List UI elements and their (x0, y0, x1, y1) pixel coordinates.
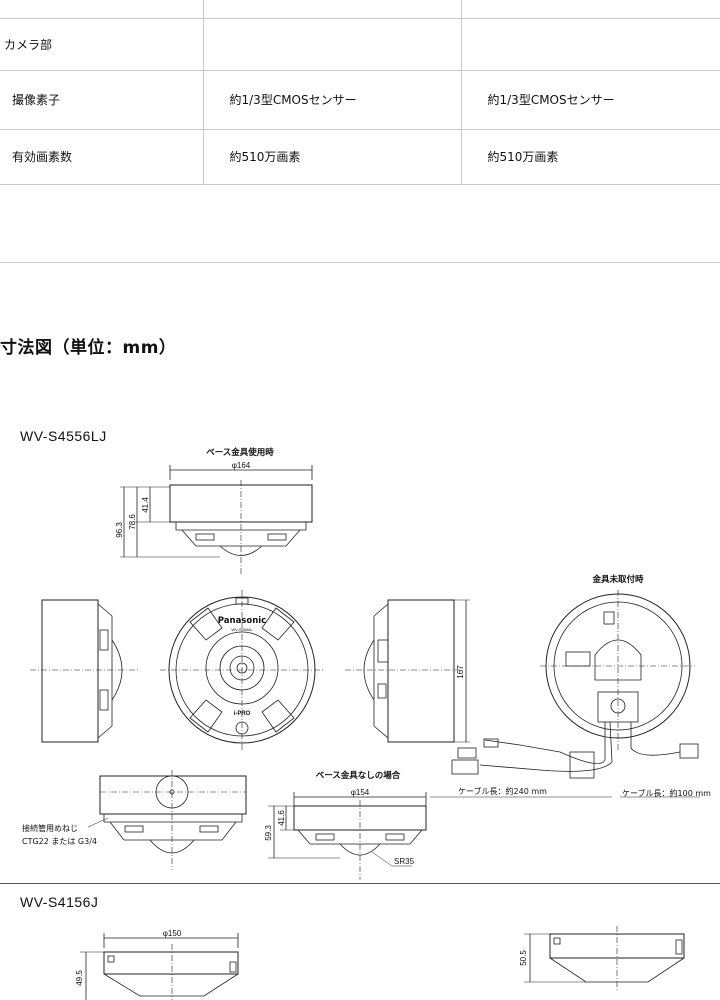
row-value: 約1/3型CMOSセンサー (202, 70, 461, 130)
model-small-text: WV-S4556L (231, 627, 253, 632)
row-value: 約510万画素 (460, 129, 720, 185)
dim-h2: 78.6 (128, 514, 137, 530)
with-base-label: ベース金具使用時 (206, 447, 274, 458)
dim-top-width: φ164 (232, 461, 251, 470)
table-row (0, 184, 720, 263)
camera-left-side-view (30, 599, 140, 743)
section-header: カメラ部 (0, 18, 203, 71)
camera-right-side-view (345, 599, 460, 743)
dim-bottom-h2: 59.3 (264, 825, 273, 841)
mount-bracket-view (430, 590, 700, 798)
table-row: 撮像素子 約1/3型CMOSセンサー 約1/3型CMOSセンサー (0, 70, 720, 130)
table-row: 有効画素数 約510万画素 約510万画素 (0, 129, 720, 185)
row-value: 約1/3型CMOSセンサー (460, 70, 720, 130)
mount-label: 金具未取付時 (591, 574, 644, 585)
cable-length-1: ケーブル長：約240 mm (458, 786, 547, 796)
camera-front-view (169, 480, 313, 575)
table-row: カメラ部 (0, 18, 720, 71)
cable-length-2: ケーブル長：約100 mm (622, 788, 711, 798)
spec-table: カメラ部 撮像素子 約1/3型CMOSセンサー 約1/3型CMOSセンサー 有効… (0, 0, 720, 263)
ipro-logo: i-PRO (234, 711, 251, 717)
brand-logo: Panasonic (218, 616, 266, 626)
camera-conduit-view (87, 770, 247, 870)
dim-bottom-width: φ154 (351, 788, 370, 797)
dim-h1: 41.4 (141, 497, 150, 513)
dim-h3: 96.3 (115, 522, 124, 538)
dim-bottom-h1: 41.6 (277, 810, 286, 826)
row-label: 有効画素数 (0, 129, 203, 185)
model-name: WV-S4156J (20, 894, 99, 910)
camera-top-view (160, 590, 325, 750)
model-name: WV-S4556LJ (20, 428, 107, 444)
divider (0, 883, 720, 884)
camera-s4156-front-view (103, 944, 239, 1000)
dim-side-height: 167 (456, 665, 465, 679)
row-value: 約510万画素 (202, 129, 461, 185)
table-row (0, 0, 720, 19)
conduit-label-2: CTG22 または G3/4 (22, 837, 97, 846)
camera-without-base-view (293, 800, 427, 880)
dim-radius: SR35 (394, 857, 415, 866)
dim-s4156-h-right: 50.5 (519, 950, 528, 966)
without-base-label: ベース金具なしの場合 (316, 770, 401, 781)
conduit-label-1: 接続管用めねじ (22, 823, 78, 833)
section-title: 寸法図（単位：mm） (0, 338, 177, 358)
camera-s4156-side-view (549, 926, 685, 990)
dim-s4156-h-left: 49.5 (75, 970, 84, 986)
dim-s4156-width: φ150 (163, 929, 182, 938)
row-label: 撮像素子 (0, 70, 203, 130)
